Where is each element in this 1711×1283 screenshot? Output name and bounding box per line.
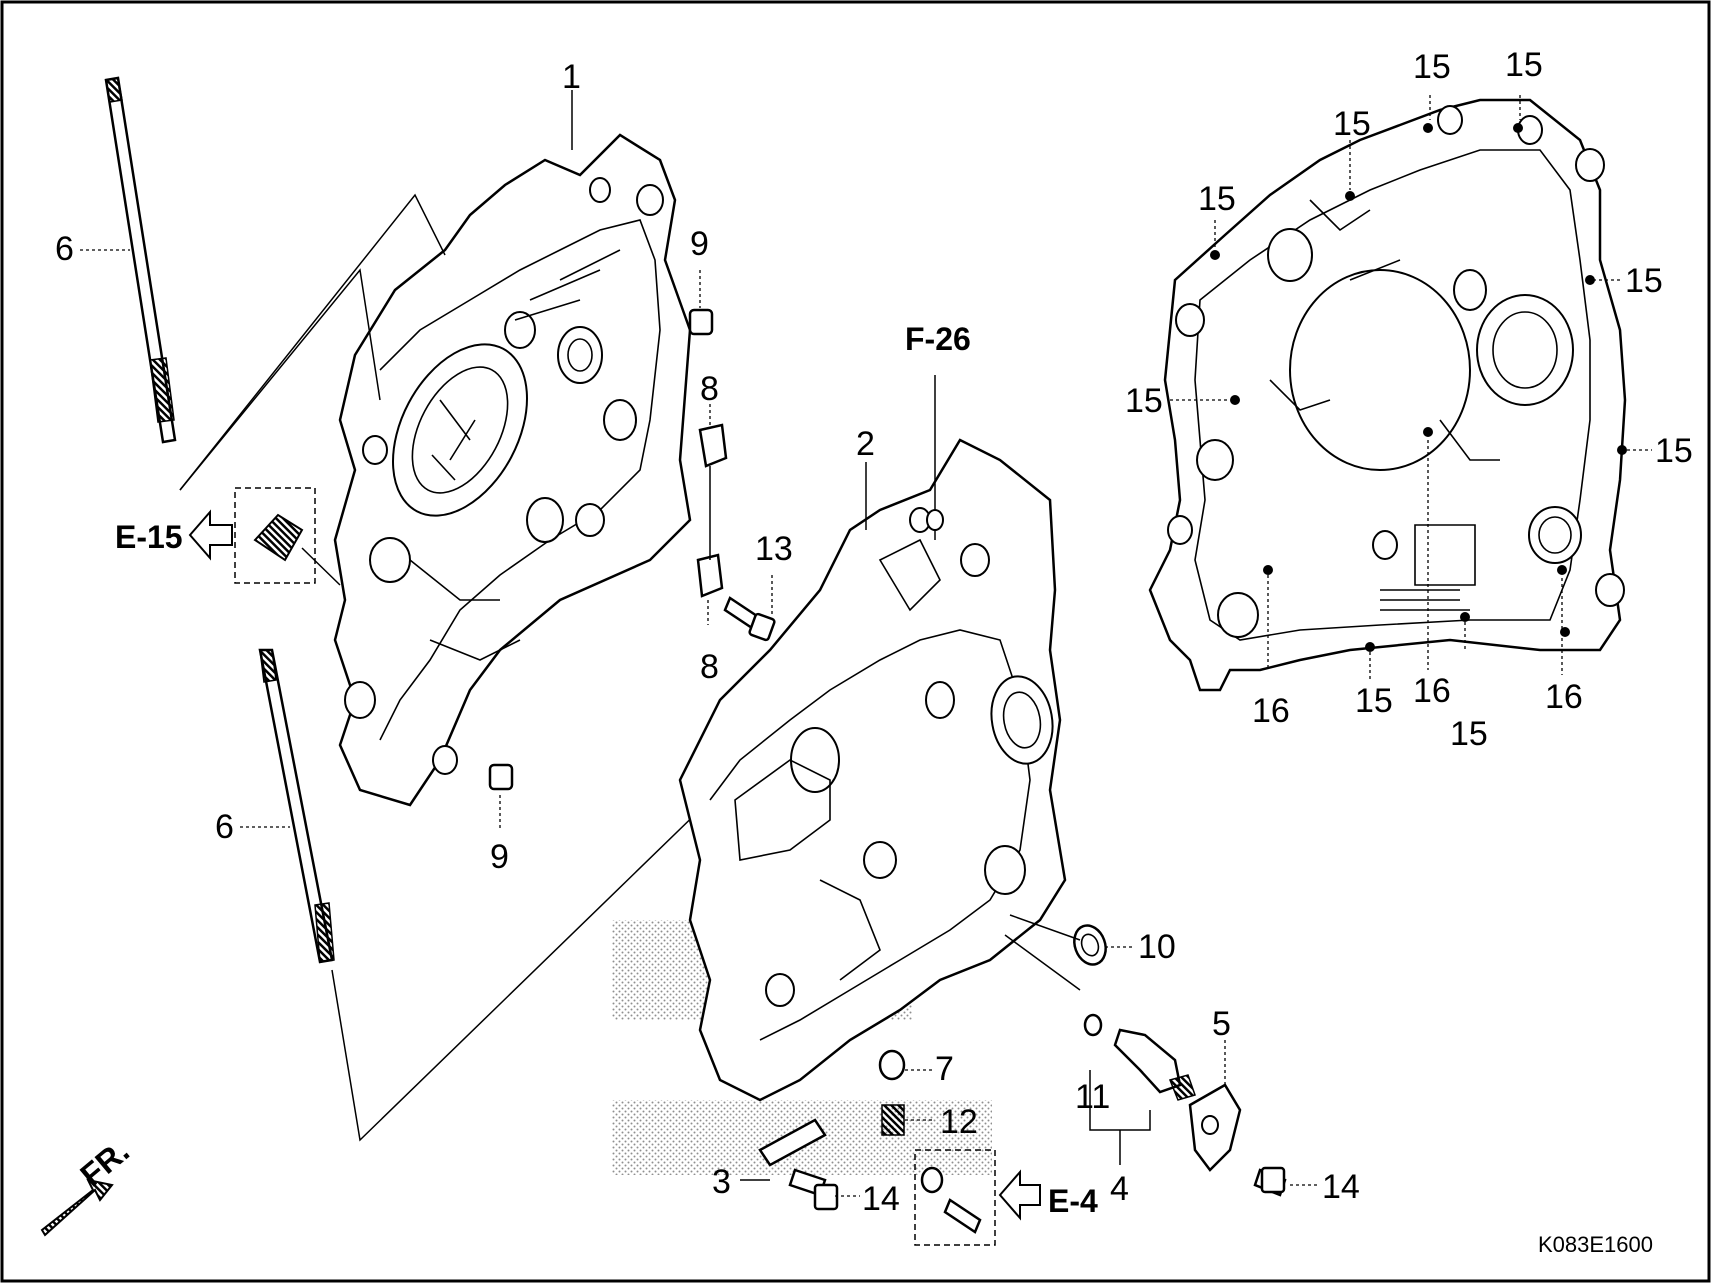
callout-2: 2 xyxy=(856,425,875,463)
right-case-small-parts: E-4 F-26 xyxy=(758,321,1287,1246)
callout-15-upper: 15 xyxy=(1333,105,1371,143)
drain-bolt xyxy=(943,1198,982,1234)
front-arrow-icon xyxy=(40,1178,114,1237)
stud-bolts xyxy=(104,76,711,1142)
guide-plate-upper xyxy=(698,423,728,468)
front-direction-indicator: FR. xyxy=(40,1133,136,1237)
callout-16-right: 16 xyxy=(1545,678,1583,716)
callout-15-top-b: 15 xyxy=(1505,46,1543,84)
callout-15-right-upper: 15 xyxy=(1625,262,1663,300)
ref-f26: F-26 xyxy=(905,321,971,357)
callout-6-upper: 6 xyxy=(55,230,74,268)
setting-plate-3 xyxy=(758,1118,827,1167)
callout-3: 3 xyxy=(712,1163,731,1201)
callout-6-lower: 6 xyxy=(215,808,234,846)
callout-12: 12 xyxy=(940,1103,978,1141)
callout-15-top-a: 15 xyxy=(1413,48,1451,86)
oil-seal-10 xyxy=(1073,924,1107,966)
figure-code: K083E1600 xyxy=(1538,1232,1653,1257)
cam-chain-tensioner-pivot-4 xyxy=(1113,1028,1182,1094)
e15-reference-group: E-15 xyxy=(115,487,341,586)
callout-5: 5 xyxy=(1212,1005,1231,1043)
front-label: FR. xyxy=(73,1133,136,1194)
arrow-right-icon xyxy=(998,1169,1041,1221)
ref-e4: E-4 xyxy=(1048,1183,1098,1219)
callout-14-left: 14 xyxy=(862,1180,900,1218)
callout-10: 10 xyxy=(1138,928,1176,966)
callout-15-bottom-b: 15 xyxy=(1450,715,1488,753)
bolt-12 xyxy=(881,1104,905,1136)
callout-9-upper: 9 xyxy=(690,225,709,263)
callout-13: 13 xyxy=(755,530,793,568)
guide-plate-lower xyxy=(696,553,724,598)
callout-15-bottom-c: 15 xyxy=(1355,682,1393,720)
callout-16-center: 16 xyxy=(1413,672,1451,710)
callout-15-right: 15 xyxy=(1655,432,1693,470)
leader-lines xyxy=(80,90,1652,1197)
right-crankcase xyxy=(612,375,1067,1175)
callouts: 1 2 3 4 5 6 6 7 8 8 9 9 10 11 12 13 14 1… xyxy=(55,46,1693,1218)
callout-11: 11 xyxy=(1075,1078,1110,1116)
callout-15-left: 15 xyxy=(1125,382,1163,420)
callout-14-right: 14 xyxy=(1322,1168,1360,1206)
callout-15-left-upper: 15 xyxy=(1198,180,1236,218)
dowel-pin-lower xyxy=(488,763,514,791)
callout-1: 1 xyxy=(562,58,581,96)
callout-9-lower: 9 xyxy=(490,838,509,876)
sealing-washer xyxy=(920,1166,944,1194)
callout-7: 7 xyxy=(935,1050,954,1088)
arrow-left-icon xyxy=(188,509,233,561)
nut-7 xyxy=(878,1049,906,1081)
callout-16-left: 16 xyxy=(1252,692,1290,730)
callout-8-upper: 8 xyxy=(700,370,719,408)
washer-11 xyxy=(1083,1013,1103,1037)
ref-e15: E-15 xyxy=(115,519,183,555)
callout-8-lower: 8 xyxy=(700,648,719,686)
oil-strainer-icon xyxy=(253,513,304,562)
callout-4: 4 xyxy=(1110,1170,1129,1208)
crankcase-face-view xyxy=(1148,98,1627,692)
dowel-pin-upper xyxy=(688,308,714,336)
left-crankcase xyxy=(333,133,776,807)
